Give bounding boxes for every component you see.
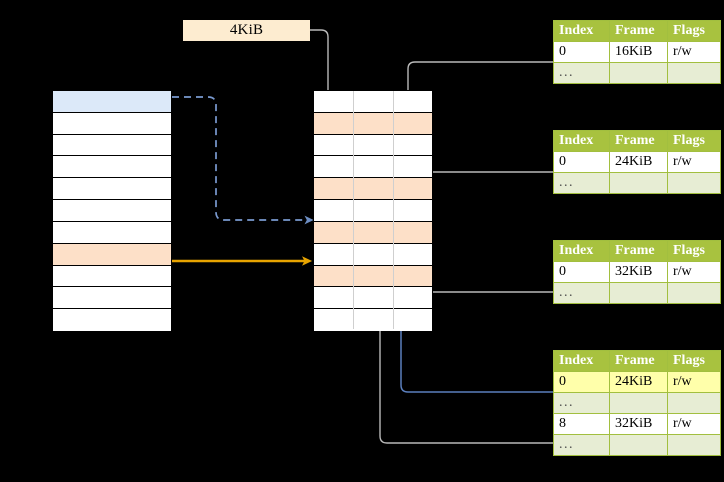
table-cell: r/w (667, 371, 721, 393)
physical-frame-row (314, 156, 432, 179)
virtual-address-space-block (52, 90, 172, 331)
virtual-page-row (53, 112, 171, 135)
table-cell: 24KiB (609, 371, 668, 393)
table-cell-ellipsis: ... (553, 172, 610, 194)
table-row: ... (553, 392, 721, 414)
physical-frame-row (314, 134, 432, 157)
column-header-frame: Frame (609, 240, 668, 262)
column-header-index: Index (553, 130, 610, 152)
virtual-page-row (53, 221, 171, 244)
physical-memory-block (313, 90, 433, 331)
table-cell-ellipsis (609, 282, 668, 304)
table-cell: r/w (667, 413, 721, 435)
wire-virtual-to-physical-dashed (172, 96, 314, 225)
wire-table2-to-frame (414, 171, 553, 216)
table-cell-ellipsis (667, 282, 721, 304)
physical-frame-row (314, 287, 432, 310)
virtual-page-row (53, 156, 171, 179)
table-cell-ellipsis: ... (553, 282, 610, 304)
table-cell: 0 (553, 261, 610, 283)
table-cell-ellipsis: ... (553, 392, 610, 414)
virtual-page-row (53, 287, 171, 310)
column-header-frame: Frame (609, 130, 668, 152)
virtual-page-row (53, 178, 171, 201)
table-cell-ellipsis: ... (553, 434, 610, 456)
physical-frame-row (314, 112, 432, 135)
virtual-page-row (53, 243, 171, 266)
table-cell-ellipsis (609, 62, 668, 84)
table-cell: 0 (553, 151, 610, 173)
table-cell-ellipsis (667, 434, 721, 456)
virtual-page-row (53, 134, 171, 157)
physical-frame-row (314, 221, 432, 244)
column-header-frame: Frame (609, 20, 668, 42)
column-header-index: Index (553, 240, 610, 262)
table-row: ... (553, 434, 721, 456)
physical-frame-row (314, 91, 432, 113)
table-row: ... (553, 282, 721, 304)
table-cell-ellipsis (667, 62, 721, 84)
column-header-flags: Flags (667, 20, 721, 42)
table-cell: 8 (553, 413, 610, 435)
table-cell: r/w (667, 261, 721, 283)
table-cell-ellipsis (609, 172, 668, 194)
virtual-page-row (53, 265, 171, 288)
column-header-index: Index (553, 20, 610, 42)
table-cell: 24KiB (609, 151, 668, 173)
physical-frame-row (314, 243, 432, 266)
virtual-page-row (53, 309, 171, 331)
virtual-page-row (53, 200, 171, 222)
wire-table3-to-frame (413, 258, 553, 293)
column-header-flags: Flags (667, 350, 721, 372)
table-cell: 0 (553, 371, 610, 393)
physical-frame-row (314, 309, 432, 331)
physical-frame-row (314, 178, 432, 201)
table-cell-ellipsis (609, 434, 668, 456)
table-cell: r/w (667, 151, 721, 173)
column-header-flags: Flags (667, 240, 721, 262)
frame-divider-left (353, 91, 354, 329)
table-cell: r/w (667, 41, 721, 63)
table-cell-ellipsis: ... (553, 62, 610, 84)
physical-frame-row (314, 265, 432, 288)
virtual-page-row (53, 91, 171, 113)
size-label-4kib: 4KiB (183, 20, 310, 41)
size-label-text: 4KiB (229, 22, 264, 38)
table-cell-ellipsis (667, 392, 721, 414)
physical-frame-row (314, 200, 432, 222)
table-cell: 16KiB (609, 41, 668, 63)
table-row: ... (553, 62, 721, 84)
column-header-flags: Flags (667, 130, 721, 152)
table-cell: 0 (553, 41, 610, 63)
table-cell-ellipsis (609, 392, 668, 414)
table-cell: 32KiB (609, 261, 668, 283)
column-header-index: Index (553, 350, 610, 372)
column-header-frame: Frame (609, 350, 668, 372)
frame-divider-right (393, 91, 394, 329)
table-cell-ellipsis (667, 172, 721, 194)
table-row: ... (553, 172, 721, 194)
table-cell: 32KiB (609, 413, 668, 435)
